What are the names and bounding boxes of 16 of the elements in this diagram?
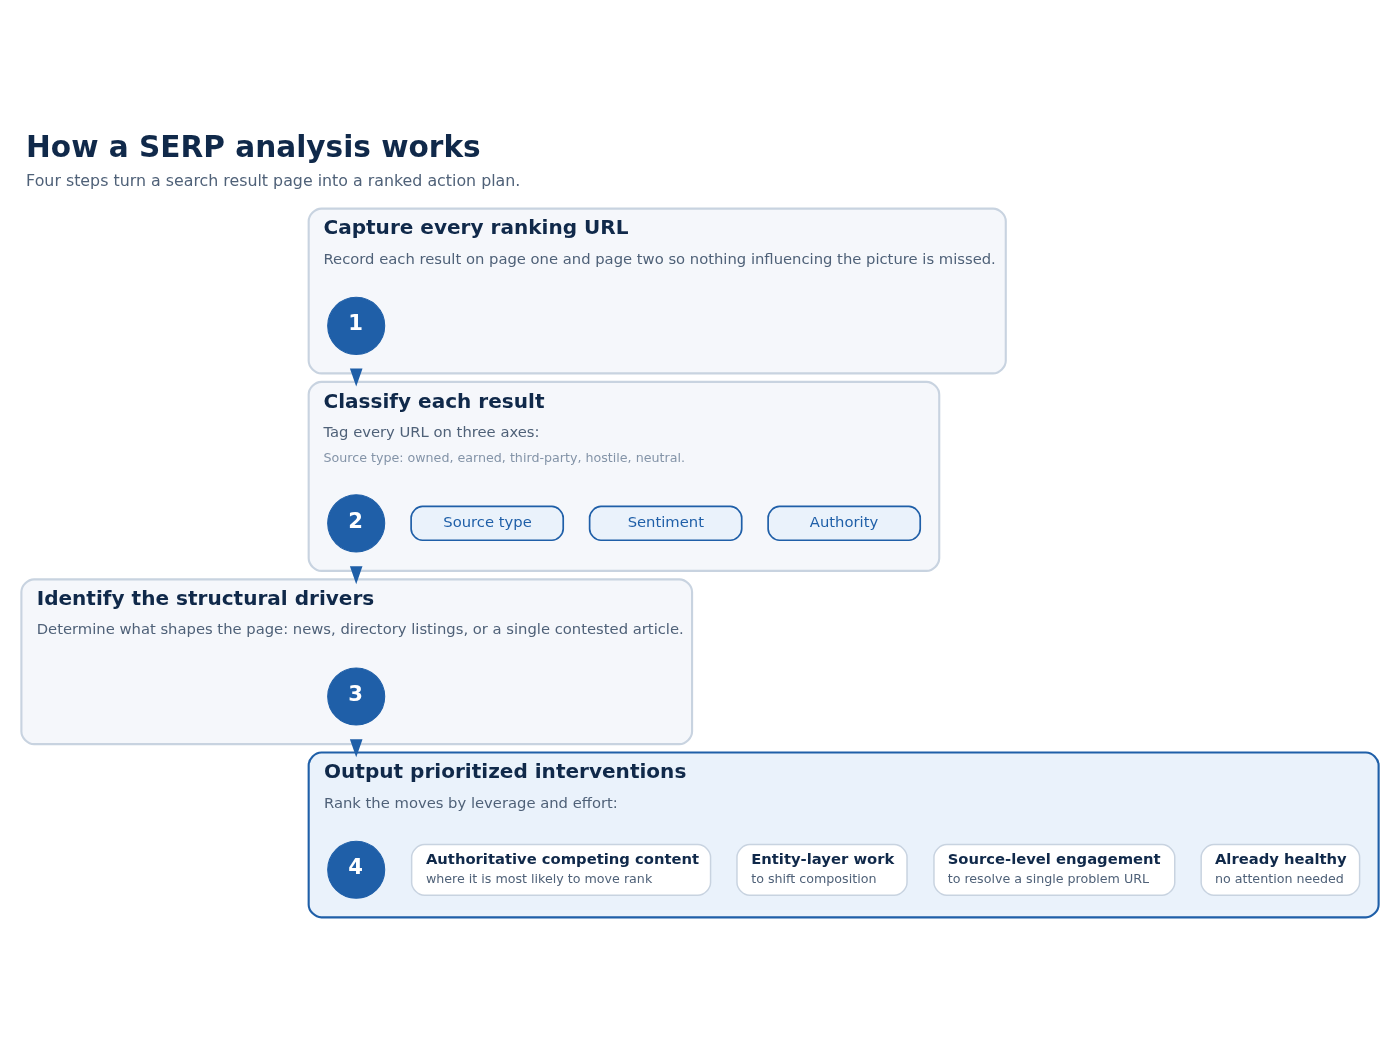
node-circle: 1 [327,296,386,355]
node-circle: 3 [327,667,386,726]
arrow [349,738,363,757]
node-box: Sentiment [588,505,743,541]
arrow [349,368,363,387]
node-box: Authority [767,505,922,541]
node-box: Entity-layer work to shift composition [736,843,908,896]
node-box: Source-level engagement to resolve a single problem URL [933,843,1176,896]
caption: Four steps turn a search result page into a ranked action plan. [26,170,521,190]
node-box: Already healthy no attention needed [1200,843,1361,896]
diagram-title: How a SERP analysis works [26,129,481,164]
node-circle: 2 [327,493,386,552]
node-box: Source type [410,505,565,541]
node-box: Authoritative competing content where it is most likely to move rank [410,843,712,896]
arrow [349,565,363,584]
node-circle: 4 [327,840,386,899]
